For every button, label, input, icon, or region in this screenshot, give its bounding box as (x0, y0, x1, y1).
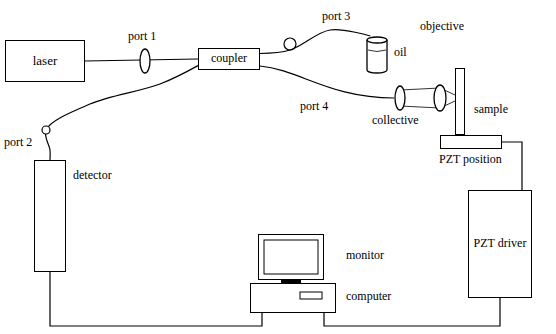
part-label: objective (420, 20, 464, 34)
port4-fiber (260, 66, 394, 98)
port2-ring (42, 126, 50, 134)
computer-box: computer (250, 283, 336, 313)
light-beam (400, 88, 455, 108)
part-label: port 3 (322, 10, 350, 24)
cup-rim (367, 37, 387, 43)
objective-lens (434, 85, 446, 111)
node-label: PZT driver (474, 237, 527, 251)
oil-cylinder (366, 36, 388, 74)
laser-box: laser (5, 40, 85, 82)
fiber-loop (284, 38, 296, 50)
part-label: port 2 (4, 136, 32, 150)
node-label: sample (474, 103, 508, 117)
node-label: detector (73, 169, 112, 183)
oil-level (368, 50, 386, 52)
optical-fiber (45, 66, 198, 160)
node-label: PZT position (439, 153, 502, 167)
monitor-screen (264, 240, 318, 274)
signal-cable (50, 272, 262, 326)
collective-lens (395, 86, 405, 110)
pzt-stage: PZT position (440, 135, 502, 149)
drive-slot (300, 292, 322, 299)
optical-fiber (260, 30, 370, 54)
monitor: monitor (258, 234, 324, 280)
oil-cup: oil (366, 36, 388, 74)
part-label: collective (372, 114, 419, 128)
cup-wall (367, 40, 387, 73)
node-label: coupler (211, 52, 247, 66)
part-label: port 4 (300, 100, 328, 114)
part-label: port 1 (128, 30, 156, 44)
signal-cable (502, 142, 522, 190)
node-label: laser (33, 54, 58, 69)
coupler-box: coupler (198, 48, 260, 70)
detector-box: detector (34, 160, 66, 272)
node-label: computer (346, 290, 391, 304)
port-lens (140, 49, 150, 73)
node-label: monitor (346, 249, 384, 263)
sample-slab: sample (455, 68, 465, 135)
pzt-driver-box: PZT driver (468, 190, 532, 298)
node-label: oil (394, 46, 407, 60)
